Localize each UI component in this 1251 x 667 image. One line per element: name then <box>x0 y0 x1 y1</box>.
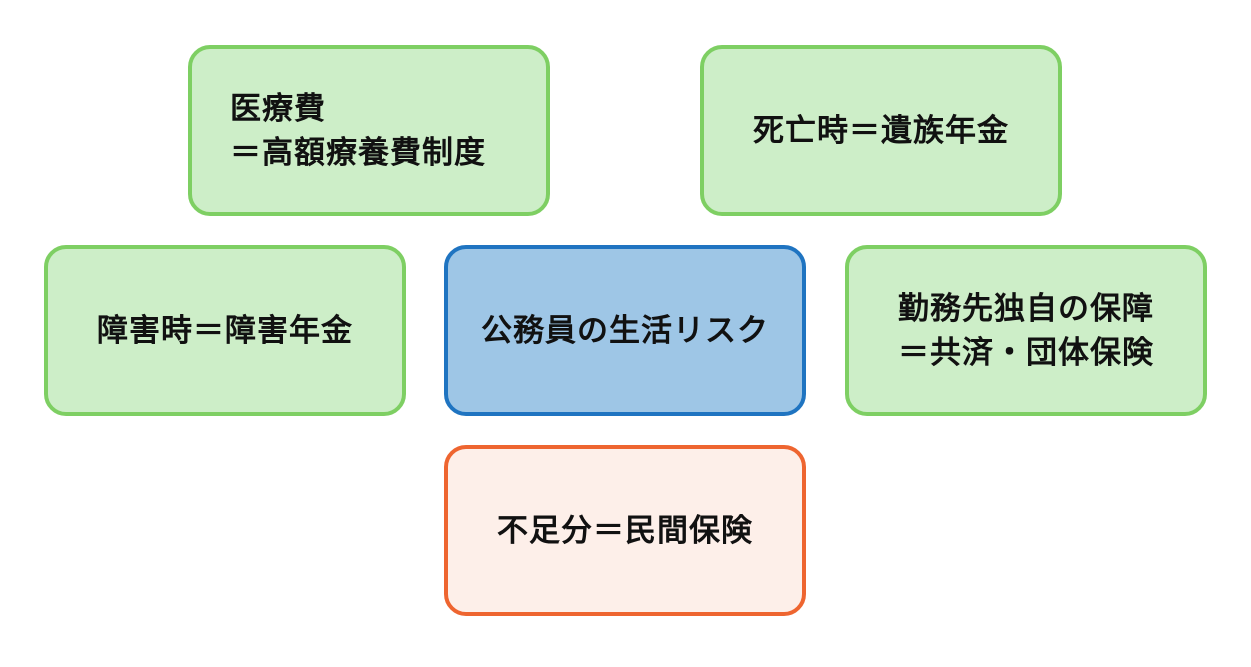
shortfall-private-insurance-label: 不足分＝民間保険 <box>497 512 753 549</box>
medical-expense-node: 医療費 ＝高額療養費制度 <box>188 45 550 216</box>
employer-coverage-node: 勤務先独自の保障 ＝共済・団体保険 <box>845 245 1207 416</box>
death-benefit-node: 死亡時＝遺族年金 <box>700 45 1062 216</box>
employer-coverage-line2: ＝共済・団体保険 <box>898 334 1154 371</box>
disability-benefit-node: 障害時＝障害年金 <box>44 245 406 416</box>
employer-coverage-line1: 勤務先独自の保障 <box>898 290 1154 327</box>
medical-expense-line1: 医療費 <box>230 90 326 127</box>
medical-expense-line2: ＝高額療養費制度 <box>230 134 486 171</box>
central-risk-label: 公務員の生活リスク <box>481 312 769 349</box>
medical-expense-label: 医療費 ＝高額療養費制度 <box>192 87 546 175</box>
disability-benefit-label: 障害時＝障害年金 <box>97 312 353 349</box>
death-benefit-label: 死亡時＝遺族年金 <box>753 112 1009 149</box>
shortfall-private-insurance-node: 不足分＝民間保険 <box>444 445 806 616</box>
central-risk-node: 公務員の生活リスク <box>444 245 806 416</box>
employer-coverage-label: 勤務先独自の保障 ＝共済・団体保険 <box>849 287 1203 375</box>
